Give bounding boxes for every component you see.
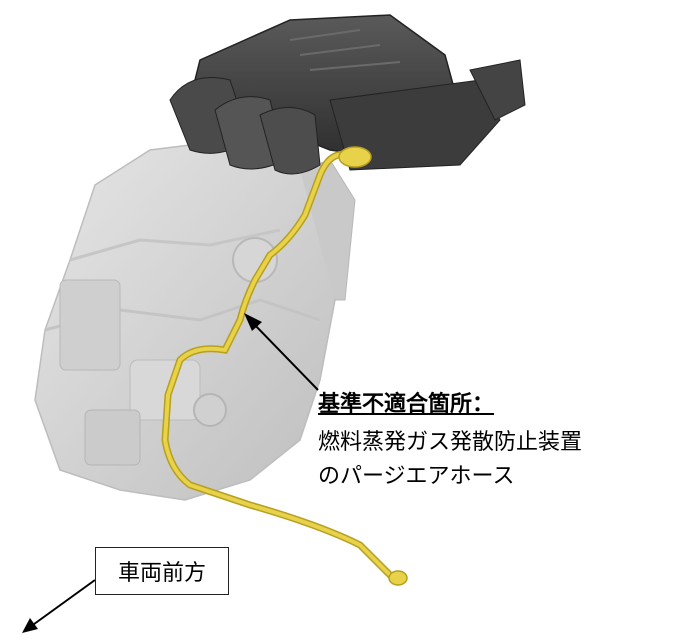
callout-title: 基準不適合箇所： (318, 391, 495, 417)
callout-line-1: 燃料蒸発ガス発散防止装置 (318, 430, 583, 455)
intake-manifold (169, 14, 526, 175)
direction-label-box: 車両前方 (95, 547, 229, 595)
callout-line-2: のパージエアホース (318, 464, 515, 489)
purge-hose (161, 146, 408, 586)
engine-block (34, 139, 356, 501)
direction-label: 車両前方 (117, 561, 206, 586)
direction-arrow-icon (22, 579, 96, 633)
callout-arrow-icon (244, 313, 319, 391)
